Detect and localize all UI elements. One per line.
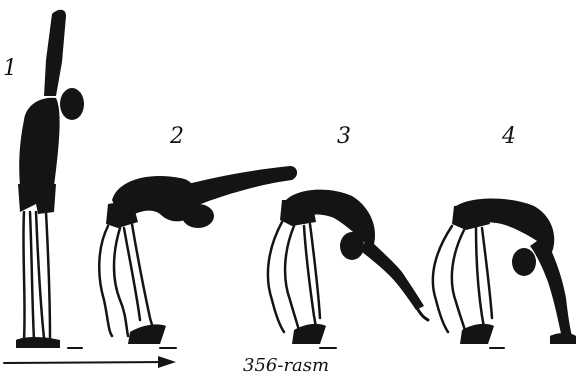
figure-caption: 356-rasm [243,355,329,376]
step-number-1: 1 [3,58,17,80]
gymnast-bending-back-icon [99,166,297,348]
step-number-3: 3 [337,126,351,148]
gymnast-standing-arms-up-icon [16,10,84,348]
gymnast-bridge-forming-icon [268,190,428,348]
direction-arrow-icon [4,356,176,368]
step-number-4: 4 [502,126,516,148]
step-number-2: 2 [170,126,184,148]
gymnast-full-bridge-icon [433,199,576,349]
